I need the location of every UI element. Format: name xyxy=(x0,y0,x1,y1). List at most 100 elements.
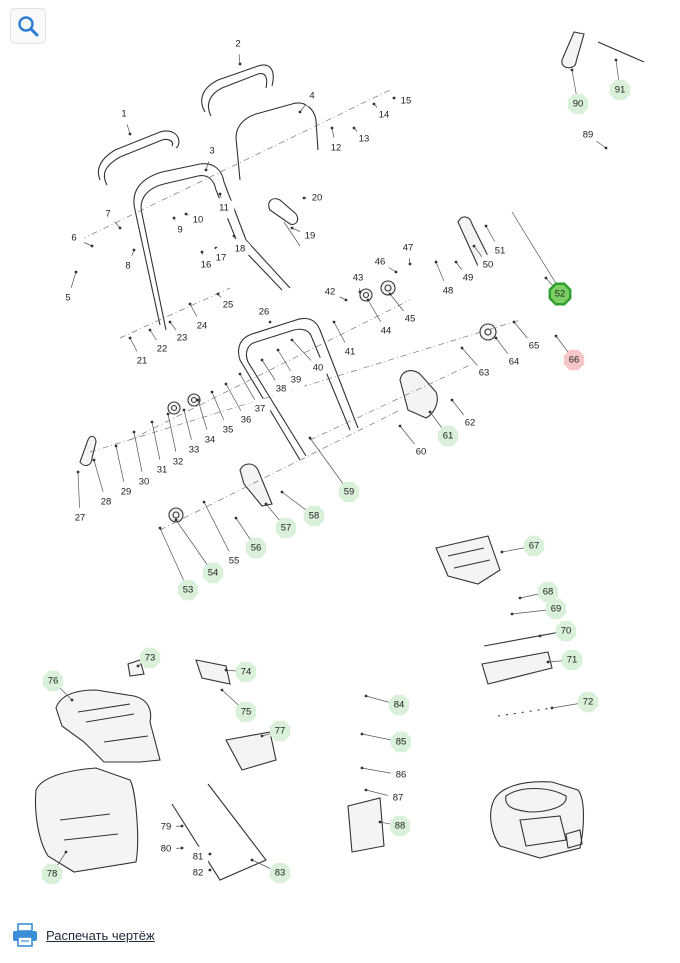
part-badge-64[interactable]: 64 xyxy=(494,336,525,373)
part-badge-10[interactable]: 10 xyxy=(184,209,209,231)
part-badge-45[interactable]: 45 xyxy=(388,292,421,330)
part-badge-5[interactable]: 5 xyxy=(57,270,79,309)
part-badge-87[interactable]: 87 xyxy=(364,787,409,809)
part-badge-36[interactable]: 36 xyxy=(224,382,257,431)
part-badge-89[interactable]: 89 xyxy=(577,124,608,150)
part-badge-84[interactable]: 84 xyxy=(364,694,410,716)
part-badge-46[interactable]: 46 xyxy=(369,251,398,274)
part-badge-58[interactable]: 58 xyxy=(280,490,325,527)
part-badge-56[interactable]: 56 xyxy=(234,516,267,559)
part-badge-57[interactable]: 57 xyxy=(264,502,297,539)
part-badge-7[interactable]: 7 xyxy=(97,203,122,230)
part-badge-18[interactable]: 18 xyxy=(229,234,251,260)
part-badge-27[interactable]: 27 xyxy=(69,470,91,529)
part-badge-74[interactable]: 74 xyxy=(224,661,257,683)
part-badge-80[interactable]: 80 xyxy=(155,838,184,860)
part-badge-34[interactable]: 34 xyxy=(196,398,221,451)
part-badge-61[interactable]: 61 xyxy=(428,410,459,447)
part-badge-40[interactable]: 40 xyxy=(290,338,329,379)
part-badge-91[interactable]: 91 xyxy=(609,58,631,101)
leader-dot xyxy=(360,732,364,736)
part-badge-55[interactable]: 55 xyxy=(202,500,245,572)
part-badge-24[interactable]: 24 xyxy=(188,302,213,337)
part-badge-65[interactable]: 65 xyxy=(512,320,545,357)
part-badge-63[interactable]: 63 xyxy=(460,346,495,384)
part-badge-25[interactable]: 25 xyxy=(216,292,239,316)
part-badge-66[interactable]: 66 xyxy=(554,334,585,371)
part-badge-60[interactable]: 60 xyxy=(398,424,432,463)
part-badge-59[interactable]: 59 xyxy=(308,436,360,503)
part-badge-48[interactable]: 48 xyxy=(434,260,459,302)
part-badge-50[interactable]: 50 xyxy=(472,244,499,276)
part-badge-72[interactable]: 72 xyxy=(550,691,599,713)
part-badge-67[interactable]: 67 xyxy=(500,535,545,557)
part-badge-82[interactable]: 82 xyxy=(187,862,212,884)
part-badge-70[interactable]: 70 xyxy=(538,620,577,642)
part-badge-23[interactable]: 23 xyxy=(168,320,193,349)
part-badge-77[interactable]: 77 xyxy=(260,720,291,742)
part-badge-43[interactable]: 43 xyxy=(347,267,369,294)
part-badge-79[interactable]: 79 xyxy=(155,816,184,838)
part-badge-86[interactable]: 86 xyxy=(360,764,412,786)
part-badge-31[interactable]: 31 xyxy=(150,420,173,481)
part-badge-14[interactable]: 14 xyxy=(372,102,395,126)
part-badge-33[interactable]: 33 xyxy=(182,408,205,461)
part-badge-13[interactable]: 13 xyxy=(352,126,375,150)
part-badge-39[interactable]: 39 xyxy=(276,348,307,391)
badge-background xyxy=(353,128,375,150)
part-badge-11[interactable]: 11 xyxy=(213,192,235,219)
part-badge-6[interactable]: 6 xyxy=(63,227,94,249)
part-badge-49[interactable]: 49 xyxy=(454,260,479,289)
part-badge-17[interactable]: 17 xyxy=(210,246,232,269)
part-badge-28[interactable]: 28 xyxy=(92,458,117,513)
part-badge-19[interactable]: 19 xyxy=(290,225,321,247)
part-badge-76[interactable]: 76 xyxy=(42,670,74,702)
part-badge-81[interactable]: 81 xyxy=(187,846,212,868)
part-badge-47[interactable]: 47 xyxy=(397,237,419,266)
part-badge-32[interactable]: 32 xyxy=(166,412,189,473)
part-number: 57 xyxy=(281,523,292,534)
part-badge-85[interactable]: 85 xyxy=(360,731,412,753)
part-badge-75[interactable]: 75 xyxy=(220,688,257,723)
part-badge-44[interactable]: 44 xyxy=(366,298,397,342)
part-badge-30[interactable]: 30 xyxy=(132,430,155,493)
part-badge-9[interactable]: 9 xyxy=(169,216,191,241)
part-badge-4[interactable]: 4 xyxy=(298,85,323,114)
part-badge-35[interactable]: 35 xyxy=(210,390,239,441)
part-badge-2[interactable]: 2 xyxy=(227,33,249,66)
badge-background xyxy=(489,240,511,262)
part-badge-90[interactable]: 90 xyxy=(567,68,589,115)
badge-background xyxy=(95,491,117,513)
print-drawing-link[interactable]: Распечать чертёж xyxy=(12,920,155,950)
part-number: 10 xyxy=(193,215,204,226)
part-badge-83[interactable]: 83 xyxy=(250,858,291,884)
part-badge-53[interactable]: 53 xyxy=(158,526,199,601)
zoom-button[interactable] xyxy=(10,8,46,44)
part-badge-52[interactable]: 52 xyxy=(544,276,572,306)
part-badge-8[interactable]: 8 xyxy=(117,248,139,277)
part-badge-1[interactable]: 1 xyxy=(113,103,135,136)
part-number: 81 xyxy=(193,852,204,863)
part-badge-51[interactable]: 51 xyxy=(484,224,511,262)
part-badge-12[interactable]: 12 xyxy=(325,126,347,159)
part-badge-22[interactable]: 22 xyxy=(148,328,173,360)
part-badge-78[interactable]: 78 xyxy=(41,850,68,885)
part-badge-20[interactable]: 20 xyxy=(302,187,328,209)
part-badge-26[interactable]: 26 xyxy=(253,301,275,324)
part-badge-37[interactable]: 37 xyxy=(238,372,271,420)
part-badge-54[interactable]: 54 xyxy=(174,518,224,584)
part-badge-21[interactable]: 21 xyxy=(128,336,153,372)
leader-dot xyxy=(180,846,184,850)
part-badge-71[interactable]: 71 xyxy=(546,649,583,671)
part-badge-42[interactable]: 42 xyxy=(319,281,348,303)
part-badge-3[interactable]: 3 xyxy=(201,140,223,172)
part-badge-15[interactable]: 15 xyxy=(392,90,417,112)
part-badge-68[interactable]: 68 xyxy=(518,581,559,603)
part-badge-69[interactable]: 69 xyxy=(510,598,567,620)
badge-background xyxy=(187,862,209,884)
part-badge-88[interactable]: 88 xyxy=(378,815,411,837)
part-badge-62[interactable]: 62 xyxy=(450,398,481,434)
part-badge-73[interactable]: 73 xyxy=(136,647,161,669)
part-badge-41[interactable]: 41 xyxy=(332,320,361,363)
part-badge-29[interactable]: 29 xyxy=(114,444,137,503)
